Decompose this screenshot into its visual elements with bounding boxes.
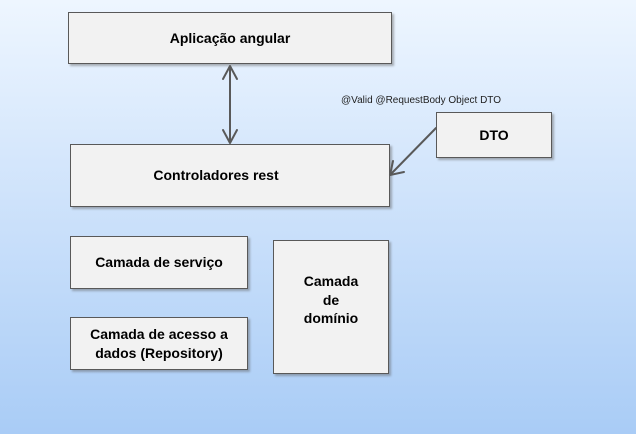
data-access-layer-box[interactable]: Camada de acesso a dados (Repository)	[70, 317, 248, 370]
service-layer-label: Camada de serviço	[95, 254, 223, 271]
angular-app-label: Aplicação angular	[169, 29, 291, 46]
dto-to-rest-arrow	[389, 127, 437, 176]
domain-layer-box[interactable]: Camada de domínio	[273, 240, 389, 374]
dto-annotation-label: @Valid @RequestBody Object DTO	[341, 95, 501, 106]
data-access-layer-label: Camada de acesso a dados (Repository)	[90, 325, 228, 361]
dto-label: DTO	[479, 126, 509, 143]
domain-layer-label: Camada de domínio	[303, 272, 359, 327]
rest-controllers-box[interactable]: Controladores rest	[70, 144, 390, 207]
angular-app-box[interactable]: Aplicação angular	[68, 12, 392, 64]
service-layer-box[interactable]: Camada de serviço	[70, 236, 248, 289]
angular-rest-double-arrow	[222, 65, 238, 144]
dto-box[interactable]: DTO	[436, 112, 552, 158]
rest-controllers-label: Controladores rest	[153, 167, 279, 184]
